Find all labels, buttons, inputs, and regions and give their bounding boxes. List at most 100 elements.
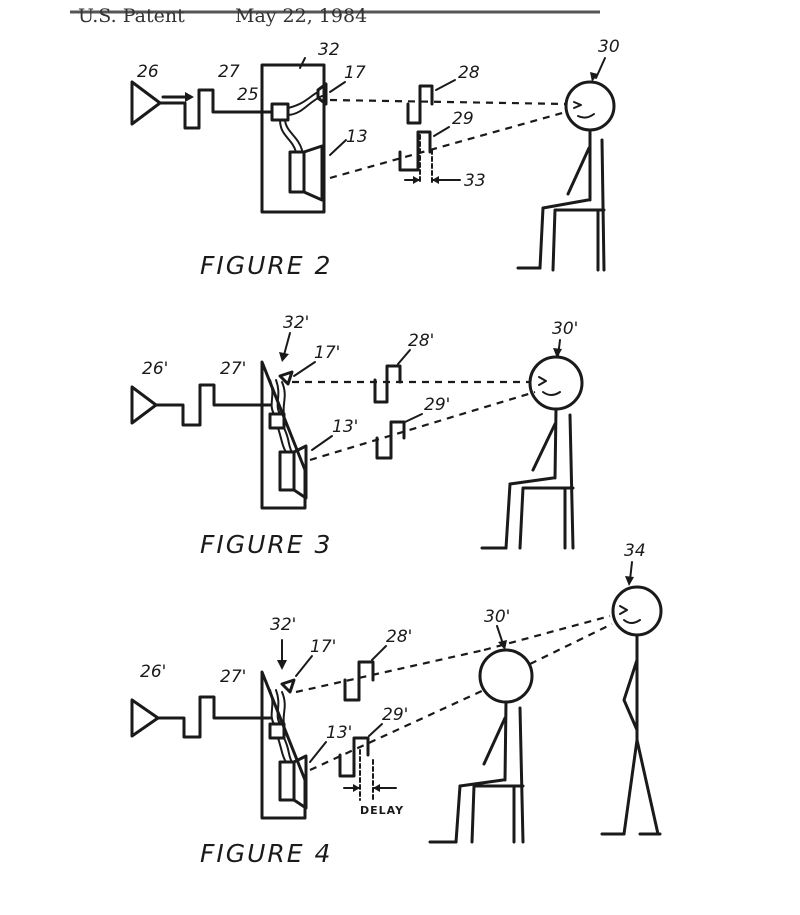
leader-delayed-wave [368,723,383,737]
figure-3: 26' 27' 32' 17' 13' 28' 29' [130,313,584,559]
leader-listener-seated [496,625,504,645]
tweeter-driver [278,370,294,386]
label-listener: 30 [598,37,620,57]
listener-seated-arrowhead [498,640,507,650]
listener-shin [504,482,512,550]
amplifier-triangle [130,385,158,425]
listener-leg-right [635,738,660,836]
listener-thigh [508,476,555,486]
listener-arm [622,658,639,732]
listener-standing [600,585,663,836]
listener-head [528,355,584,411]
listener-head [478,648,534,704]
chair [518,413,575,550]
label-amp: 26 [137,62,159,82]
header-date: May 22, 1984 [235,5,367,27]
internal-wiring [269,689,293,763]
label-input-signal: 27' [220,359,246,379]
listener-face [573,101,595,119]
label-woofer: 13 [346,127,368,147]
label-cabinet: 32' [283,313,309,333]
crossover-network [270,102,290,122]
woofer-path-to-standing [529,623,613,665]
label-direct-wave: 28' [408,331,434,351]
delay-arrowhead-left [353,784,360,792]
label-listener-seated: 30' [484,607,510,627]
woofer-cone [292,444,308,500]
offset-arrowhead-left [413,176,420,184]
label-delayed-wave: 29' [424,395,450,415]
chair [470,706,525,844]
listener-face [538,376,561,396]
caption-figure-4: FIGURE 4 [200,839,332,868]
leader-tweeter [293,361,316,377]
woofer-magnet [278,760,296,802]
listener-seated [516,80,616,272]
listener-arrowhead [590,72,598,82]
direct-wave [373,364,402,404]
caption-figure-2: FIGURE 2 [200,251,332,280]
listener-torso [553,407,558,480]
listener-leg-left [622,738,639,836]
arrowhead [185,92,194,102]
label-direct-wave: 28' [386,627,412,647]
listener-head [611,585,663,637]
label-woofer: 13' [326,723,352,743]
woofer-cone [302,144,324,202]
label-input-signal: 27' [220,667,246,687]
label-cabinet: 32 [318,40,340,60]
direct-wave [343,660,375,702]
leader-cabinet [299,57,306,69]
header-title: U.S. Patent [78,5,185,27]
cabinet-arrowhead [279,352,289,362]
leader-direct-wave [435,79,456,91]
listener-thigh [458,778,505,788]
leader-direct-wave [397,349,411,365]
caption-figure-3: FIGURE 3 [200,530,332,559]
woofer-cone [292,754,308,810]
label-tweeter: 17' [314,343,340,363]
label-offset: 33 [464,171,486,191]
leader-delayed-wave [433,126,450,137]
listener-standing-arrowhead [625,576,634,586]
label-tweeter: 17 [344,63,366,83]
label-cabinet: 32' [270,615,296,635]
listener-head [564,80,616,132]
label-direct-wave: 28 [458,63,480,83]
label-amp: 26' [140,662,166,682]
label-delayed-wave: 29' [382,705,408,725]
tweeter-driver [280,678,296,694]
leader-woofer [309,741,327,763]
listener-seated [480,355,584,550]
woofer-magnet [278,450,296,492]
listener-arm [566,146,591,196]
crossover-network [268,412,286,430]
patent-header: U.S. Patent May 22, 1984 [70,5,600,27]
label-crossover: 25 [237,85,259,105]
input-signal-wave [156,695,272,739]
input-signal-wave [158,88,274,130]
leader-cabinet [283,332,291,356]
woofer-sound-path [329,110,567,180]
direct-wave [406,84,434,125]
chair [551,138,606,272]
internal-wiring [279,91,323,153]
figure-4: 26' 27' 32' 17' 13' 28' 29' DELAY [130,541,663,868]
tweeter-path-to-standing [483,614,611,652]
tweeter-path-to-seated [295,648,485,694]
label-listener: 30' [552,319,578,339]
label-delay: DELAY [360,804,404,817]
leader-woofer [329,139,347,156]
leader-tweeter [329,81,346,93]
offset-arrowhead-right [432,176,439,184]
delayed-wave [375,420,406,460]
cabinet-arrowhead [277,660,287,670]
delayed-wave [398,130,432,172]
listener-shin [538,206,545,270]
listener-torso [503,700,508,782]
listener-arm [482,716,507,766]
label-woofer: 13' [332,417,358,437]
delay-arrowhead-right [373,784,380,792]
label-amp: 26' [142,359,168,379]
